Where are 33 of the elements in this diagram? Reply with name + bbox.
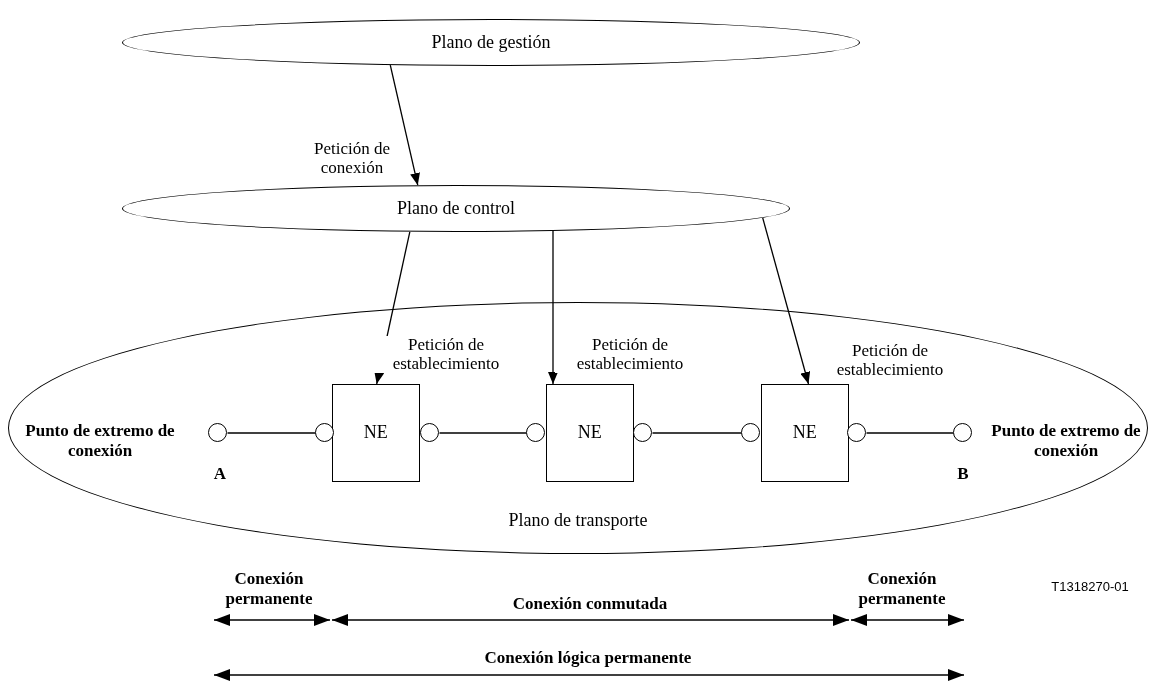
port-circle (847, 423, 867, 443)
network-element-box (545, 383, 634, 482)
span-label: Conexión permanente (224, 569, 314, 609)
endpoint-letter: A (212, 464, 228, 484)
port-circle (315, 423, 335, 443)
arrow (548, 230, 558, 385)
network-element-box (760, 383, 849, 482)
node-label: Plano de control (397, 198, 515, 219)
node-label: NE (792, 422, 817, 443)
node-label: Plano de transporte (508, 511, 648, 531)
port-circle (633, 423, 653, 443)
connection-line (438, 432, 528, 434)
endpoint-letter: B (956, 464, 970, 484)
connection-line (226, 432, 317, 434)
port-circle (420, 423, 440, 443)
span-label: Conexión lógica permanente (483, 648, 693, 668)
network-element-box (331, 383, 420, 482)
node-label: NE (577, 422, 602, 443)
arrow (762, 217, 811, 385)
endpoint-label: Punto de extremo de conexión (25, 421, 175, 461)
port-circle (208, 423, 228, 443)
arrow (389, 64, 420, 186)
port-circle (953, 423, 973, 443)
node-label: Plano de gestión (431, 32, 551, 53)
span-label: Conexión conmutada (511, 594, 669, 614)
node-label: NE (363, 422, 388, 443)
connection-line (651, 432, 743, 434)
port-circle (741, 423, 761, 443)
endpoint-label: Punto de extremo de conexión (991, 421, 1141, 461)
port-circle (526, 423, 546, 443)
figure-code: T1318270-01 (1050, 580, 1130, 595)
connection-line (865, 432, 955, 434)
span-label: Conexión permanente (857, 569, 947, 609)
